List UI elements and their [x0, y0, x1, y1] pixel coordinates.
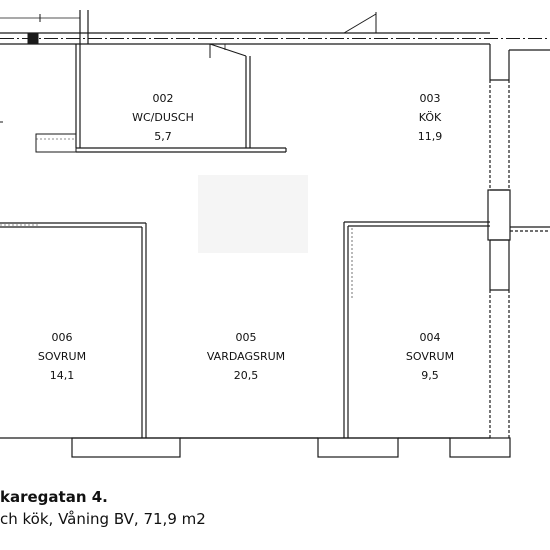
room-number: 004: [419, 331, 441, 344]
bedroom-004-walls: [343, 221, 490, 438]
room-name: KÖK: [418, 111, 442, 124]
room-006-label: 006 SOVRUM 14,1: [17, 328, 107, 385]
room-name: VARDAGSRUM: [206, 350, 286, 363]
room-005-label: 005 VARDAGSRUM 20,5: [201, 328, 291, 385]
room-name: SOVRUM: [405, 350, 455, 363]
caption-title: karegatan 4.: [0, 488, 108, 506]
bedroom-006-walls: [0, 222, 147, 438]
bottom-wall: [0, 437, 511, 458]
room-area: 14,1: [49, 369, 75, 382]
room-number: 003: [419, 92, 441, 105]
room-area: 11,9: [417, 130, 443, 143]
room-number: 002: [152, 92, 174, 105]
right-wall: [487, 44, 550, 440]
shaded-area: [198, 175, 308, 253]
room-name: SOVRUM: [37, 350, 87, 363]
wc-walls: [35, 43, 287, 153]
room-area: 9,5: [421, 369, 439, 382]
room-area: 20,5: [233, 369, 259, 382]
top-wall: [0, 10, 550, 45]
room-number: 006: [51, 331, 73, 344]
room-name: WC/DUSCH: [132, 111, 194, 124]
room-area: 5,7: [154, 130, 172, 143]
room-003-label: 003 KÖK 11,9: [385, 89, 475, 146]
room-002-label: 002 WC/DUSCH 5,7: [118, 89, 208, 146]
caption-subtitle: ch kök, Våning BV, 71,9 m2: [0, 510, 206, 528]
room-004-label: 004 SOVRUM 9,5: [385, 328, 475, 385]
room-number: 005: [235, 331, 257, 344]
